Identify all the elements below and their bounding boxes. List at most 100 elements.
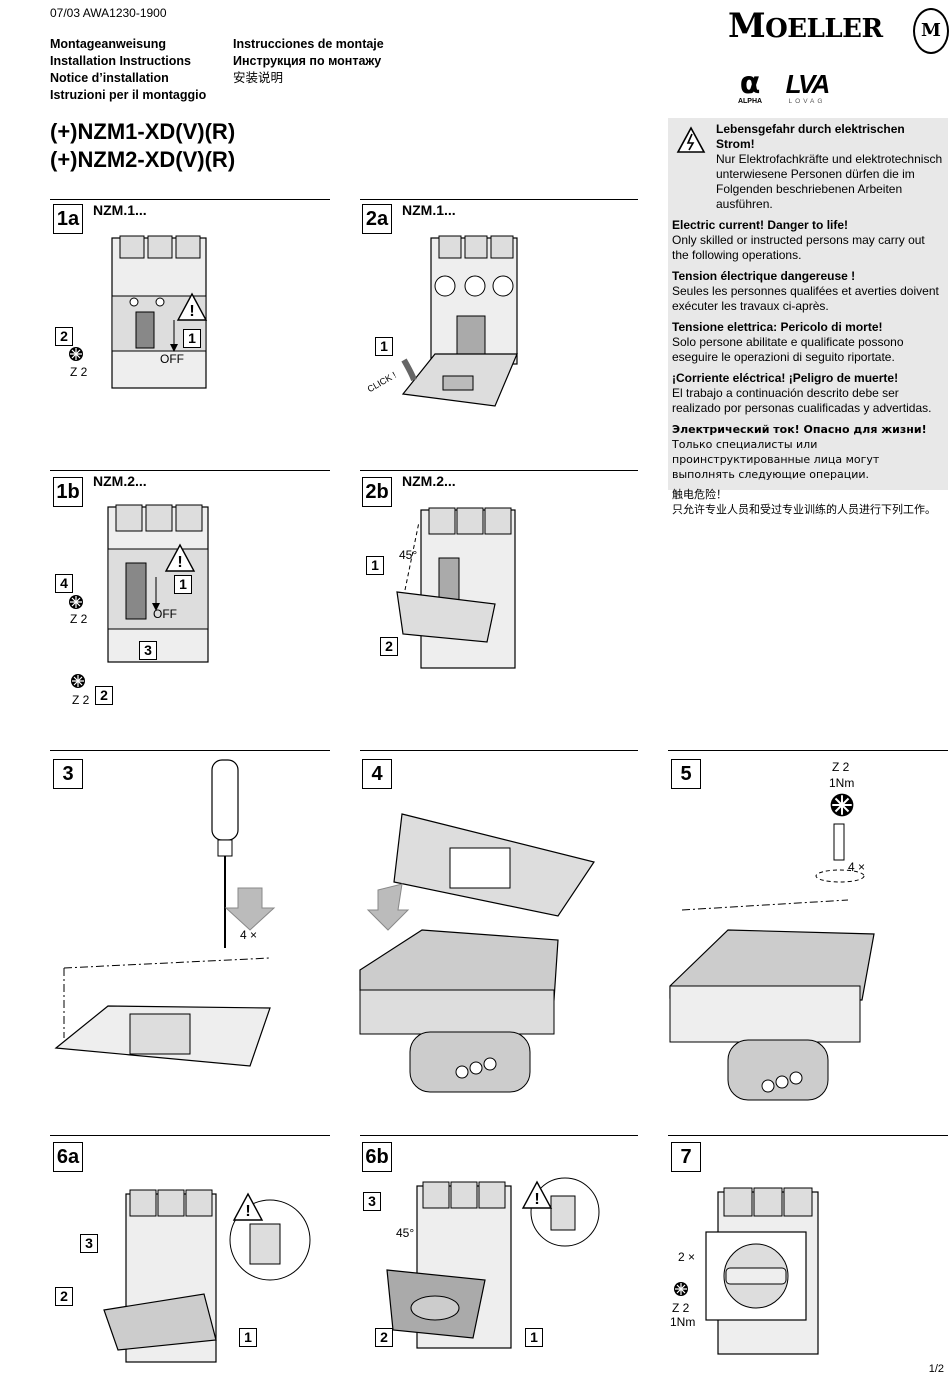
step-6b-number: 6b xyxy=(362,1142,392,1172)
step-1b-badge-4: 4 xyxy=(55,574,73,593)
step-1a-badge-1: 1 xyxy=(183,329,201,348)
step-1a-tool-label: Z 2 xyxy=(70,365,88,379)
step-7-number: 7 xyxy=(671,1142,701,1172)
step-2a-click-label: CLICK ! xyxy=(365,369,398,395)
breaker-illustration-2b xyxy=(396,507,516,669)
section-divider xyxy=(360,750,638,751)
step-1b-off-label: OFF xyxy=(153,607,177,621)
section-divider xyxy=(360,199,638,200)
step-1b-badge-3: 3 xyxy=(139,641,157,660)
step-2b-angle-label: 45° xyxy=(399,548,418,562)
breaker-illustration-1a: ! xyxy=(111,235,208,389)
warning-it-text: Solo persone abilitate e qualificate pos… xyxy=(672,335,904,364)
step-2b-subtitle: NZM.2... xyxy=(402,473,456,489)
document-code: 07/03 AWA1230-1900 xyxy=(50,6,167,20)
step-7-count-label: 2 × xyxy=(678,1250,696,1264)
section-divider xyxy=(360,1135,638,1136)
warning-fr-text: Seules les personnes qualifées et averti… xyxy=(672,284,939,313)
section-divider xyxy=(50,750,330,751)
step-6a-badge-2: 2 xyxy=(55,1287,73,1306)
warning-zh-text: 只允许专业人员和受过专业训练的人员进行下列工作。 xyxy=(672,504,936,516)
title-en: Installation Instructions xyxy=(50,54,191,68)
model-line-1: (+)NZM1-XD(V)(R) xyxy=(50,119,236,144)
title-de: Montageanweisung xyxy=(50,37,166,51)
step-2a-number: 2a xyxy=(362,204,392,234)
warning-de-text: Nur Elektrofachkräfte und elektrotechnis… xyxy=(716,152,943,211)
step-6a-number: 6a xyxy=(53,1142,83,1172)
step-1a-number: 1a xyxy=(53,204,83,234)
step-2b-badge-1: 1 xyxy=(366,556,384,575)
section-divider xyxy=(668,1135,948,1136)
title-it: Istruzioni per il montaggio xyxy=(50,88,207,102)
svg-text:!: ! xyxy=(534,1191,539,1208)
warning-es-text: El trabajo a continuación descrito debe … xyxy=(672,386,932,415)
title-column-1: Montageanweisung Installation Instructio… xyxy=(50,36,206,104)
warning-en-title: Electric current! Danger to life! xyxy=(672,218,849,232)
title-es: Instrucciones de montaje xyxy=(233,37,384,51)
step-1b-subtitle: NZM.2... xyxy=(93,473,147,489)
svg-text:!: ! xyxy=(245,1203,250,1220)
moeller-seal-logo: M xyxy=(913,8,949,54)
breaker-illustration-2a xyxy=(401,235,518,407)
screwdriver-bit-icon xyxy=(674,1282,688,1296)
svg-text:!: ! xyxy=(177,554,182,571)
warning-fr-title: Tension électrique dangereuse ! xyxy=(672,269,856,283)
step-3-number: 3 xyxy=(53,759,83,789)
screwdriver-bit-icon xyxy=(69,347,83,361)
step-1a-subtitle: NZM.1... xyxy=(93,202,147,218)
warning-box: Lebensgefahr durch elektrischen Strom! N… xyxy=(668,118,948,516)
step-6b-badge-2: 2 xyxy=(375,1328,393,1347)
screwdriver-bit-icon xyxy=(69,595,83,609)
page-number: 1/2 xyxy=(928,1363,944,1375)
step-5-torque-label: 1Nm xyxy=(829,776,855,790)
section-divider xyxy=(50,1135,330,1136)
warning-de-title: Lebensgefahr durch elektrischen Strom! xyxy=(716,122,905,151)
step-3-count-label: 4 × xyxy=(240,928,258,942)
screwdriver-bit-icon xyxy=(71,674,85,688)
screwdriver-illustration-3 xyxy=(54,759,276,1067)
warning-it-title: Tensione elettrica: Pericolo di morte! xyxy=(672,320,883,334)
down-arrow-icon xyxy=(401,358,417,382)
warning-ru-title: Электрический ток! Опасно для жизни! xyxy=(672,423,927,436)
model-title: (+)NZM1-XD(V)(R) (+)NZM2-XD(V)(R) xyxy=(50,118,235,174)
step-5-number: 5 xyxy=(671,759,701,789)
step-1a-badge-2: 2 xyxy=(55,327,73,346)
step-2a-subtitle: NZM.1... xyxy=(402,202,456,218)
model-line-2: (+)NZM2-XD(V)(R) xyxy=(50,147,236,172)
moeller-logo: MOELLER xyxy=(728,6,883,46)
breaker-illustration-6a: ! xyxy=(103,1189,311,1363)
alpha-logo: α ALPHA xyxy=(737,66,763,106)
electric-hazard-icon xyxy=(676,126,706,153)
warning-ru-text: Только специалисты или проинструктирован… xyxy=(672,438,880,481)
step-6a-badge-3: 3 xyxy=(80,1234,98,1253)
step-6b-badge-3: 3 xyxy=(363,1192,381,1211)
step-4-number: 4 xyxy=(362,759,392,789)
warning-en-text: Only skilled or instructed persons may c… xyxy=(672,233,925,262)
step-1a-off-label: OFF xyxy=(160,352,184,366)
step-6a-badge-1: 1 xyxy=(239,1328,257,1347)
section-divider xyxy=(668,750,948,751)
breaker-illustration-1b: ! xyxy=(107,504,209,663)
warning-zh-title: 触电危险！ xyxy=(672,489,727,501)
section-divider xyxy=(360,470,638,471)
step-2a-badge-1: 1 xyxy=(375,337,393,356)
step-2b-number: 2b xyxy=(362,477,392,507)
step-1b-badge-2: 2 xyxy=(95,686,113,705)
title-fr: Notice d’installation xyxy=(50,71,169,85)
screwdriver-bit-icon xyxy=(830,793,854,817)
breaker-illustration-7 xyxy=(705,1187,819,1355)
step-1b-badge-1: 1 xyxy=(174,575,192,594)
step-6b-badge-1: 1 xyxy=(525,1328,543,1347)
svg-text:!: ! xyxy=(189,303,194,320)
section-divider xyxy=(50,470,330,471)
section-divider xyxy=(50,199,330,200)
step-1b-number: 1b xyxy=(53,477,83,507)
step-7-tool-label: Z 2 xyxy=(672,1301,690,1315)
warning-es-title: ¡Corriente eléctrica! ¡Peligro de muerte… xyxy=(672,371,899,385)
step-7-torque-label: 1Nm xyxy=(670,1315,696,1329)
step-1b-tool2-label: Z 2 xyxy=(72,693,90,707)
title-zh: 安装说明 xyxy=(233,71,284,85)
breaker-illustration-6b: ! xyxy=(386,1177,600,1349)
title-ru: Инструкция по монтажу xyxy=(233,54,382,68)
step-5-tool-label: Z 2 xyxy=(832,760,850,774)
